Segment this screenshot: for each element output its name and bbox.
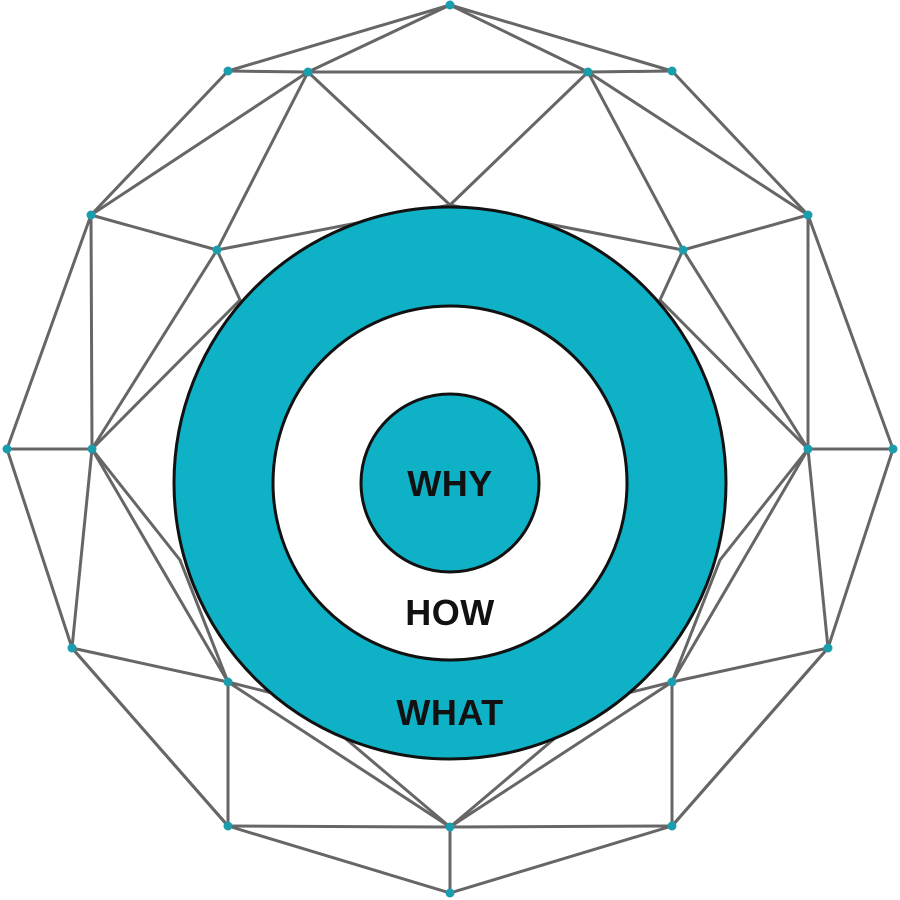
mesh-edge [670,646,830,684]
mesh-edge [89,213,94,451]
mesh-edge [826,447,895,650]
mesh-edge [586,69,674,74]
mesh-edge [89,69,230,217]
mesh-edge [670,447,810,684]
mesh-edge [89,70,310,217]
mesh-edge [70,447,94,650]
mesh-edge [670,558,722,684]
mesh-node [86,210,96,220]
how-label: HOW [405,592,494,633]
mesh-node [803,444,813,454]
mesh-edge [89,213,219,252]
mesh-node [223,821,233,831]
mesh-node [2,444,12,454]
mesh-node [445,888,455,898]
mesh-edge [226,3,452,73]
mesh-node [445,0,455,10]
mesh-edge [670,646,830,828]
mesh-edge [306,3,452,74]
why-label: WHY [407,463,493,504]
mesh-node [223,66,233,76]
mesh-edge [226,824,452,895]
mesh-edge [90,248,219,451]
mesh-edge [681,213,810,252]
mesh-edge [226,824,452,829]
mesh-node [888,444,898,454]
mesh-node [223,677,233,687]
mesh-node [823,643,833,653]
mesh-edge [448,3,674,73]
mesh-edge [448,824,674,829]
mesh-edge [448,824,674,895]
mesh-edge [448,680,674,829]
mesh-node [445,822,455,832]
mesh-edge [306,70,452,207]
mesh-edge [806,213,895,451]
mesh-edge [5,447,74,650]
mesh-edge [215,70,310,252]
mesh-edge [658,248,685,302]
mesh-node [67,643,77,653]
mesh-edge [226,680,452,829]
mesh-edge [718,447,810,562]
mesh-edge [178,558,230,684]
mesh-edge [681,248,810,451]
mesh-node [583,67,593,77]
mesh-edge [90,447,230,684]
why-circle [359,392,541,574]
mesh-edge [658,298,810,451]
mesh-node [678,245,688,255]
mesh-edge [90,447,182,562]
mesh-node [803,210,813,220]
mesh-edge [70,646,230,684]
mesh-node [667,677,677,687]
mesh-edge [5,213,93,451]
mesh-edge [670,69,810,217]
geodesic-mesh [5,3,895,895]
mesh-edge [448,70,590,207]
mesh-edge [586,70,810,217]
mesh-edge [215,248,242,302]
mesh-edge [806,447,830,650]
what-label: WHAT [396,692,503,733]
mesh-node [667,821,677,831]
mesh-node [87,444,97,454]
mesh-edge [70,646,230,828]
mesh-edge [226,69,310,74]
mesh-edge [90,298,242,451]
mesh-edge [586,70,685,252]
mesh-edge [448,3,590,74]
mesh-node [303,67,313,77]
mesh-node [667,66,677,76]
mesh-node [212,245,222,255]
